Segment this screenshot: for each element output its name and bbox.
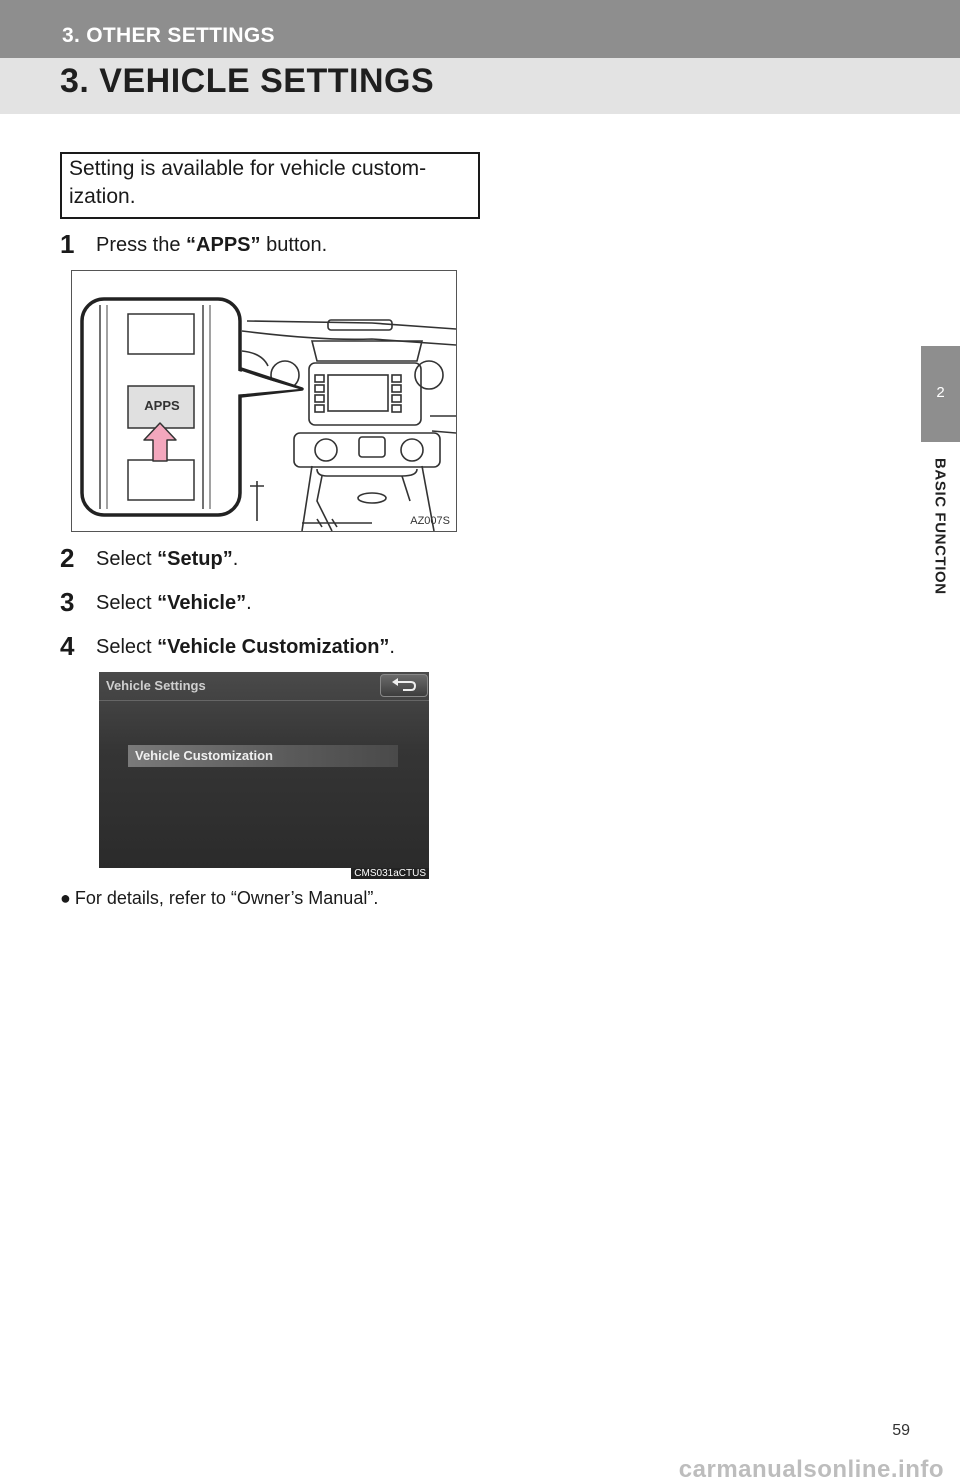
step-3: 3 Select “Vehicle”. — [60, 587, 252, 618]
step-emphasis: “Setup” — [157, 548, 233, 570]
watermark-text: carmanualsonline.info — [678, 1456, 944, 1483]
apps-button-label: APPS — [144, 398, 180, 413]
step-emphasis: “Vehicle Customization” — [157, 636, 390, 658]
return-arrow-icon — [392, 678, 417, 691]
watermark-bar: carmanualsonline.info — [0, 1456, 960, 1484]
step-number: 1 — [60, 229, 75, 259]
vehicle-settings-screen: Vehicle Settings Vehicle Customization C… — [99, 672, 429, 879]
vehicle-customization-item[interactable]: Vehicle Customization — [128, 745, 398, 767]
pointer-arrow-icon — [143, 422, 177, 462]
item-label: Vehicle Customization — [135, 748, 273, 763]
section-title: 3. OTHER SETTINGS — [62, 24, 275, 47]
title-bar — [0, 58, 960, 114]
step-emphasis: “Vehicle” — [157, 592, 247, 614]
step-suffix: . — [246, 592, 252, 614]
step-2: 2 Select “Setup”. — [60, 543, 238, 574]
step-suffix: . — [389, 636, 395, 658]
page-number: 59 — [892, 1422, 910, 1439]
note-line-2: ization. — [69, 185, 136, 208]
chapter-label: BASIC FUNCTION — [931, 458, 949, 595]
step-text: Press the — [96, 234, 187, 256]
step-number: 2 — [60, 543, 75, 573]
note-box: Setting is available for vehicle custom-… — [60, 152, 480, 219]
step-1: 1 Press the “APPS” button. — [60, 229, 327, 260]
screen-title: Vehicle Settings — [106, 678, 206, 693]
page-title: 3. VEHICLE SETTINGS — [60, 62, 435, 100]
step-text: Select — [96, 592, 158, 614]
bullet-text: For details, refer to “Owner’s Manual”. — [74, 888, 379, 908]
step-suffix: . — [232, 548, 239, 570]
bullet-icon: ● — [60, 888, 71, 908]
step-emphasis: “APPS” — [186, 234, 261, 256]
chapter-number: 2 — [936, 384, 945, 401]
step-number: 4 — [60, 631, 75, 661]
step-text: Select — [96, 548, 158, 570]
note-bullet: ●For details, refer to “Owner’s Manual”. — [60, 888, 378, 909]
step-suffix: button. — [260, 234, 328, 256]
figure-code: CMS031aCTUS — [351, 868, 429, 879]
figure-code: AZ007S — [410, 515, 450, 527]
step-4: 4 Select “Vehicle Customization”. — [60, 631, 395, 662]
step-text: Select — [96, 636, 158, 658]
chapter-tab — [921, 346, 960, 442]
section-header-bar — [0, 0, 960, 58]
back-button[interactable] — [380, 674, 428, 697]
dashboard-illustration — [80, 297, 457, 532]
step-number: 3 — [60, 587, 75, 617]
note-line-1: Setting is available for vehicle custom- — [69, 157, 427, 180]
dashboard-figure: APPS AZ007S — [71, 270, 457, 532]
